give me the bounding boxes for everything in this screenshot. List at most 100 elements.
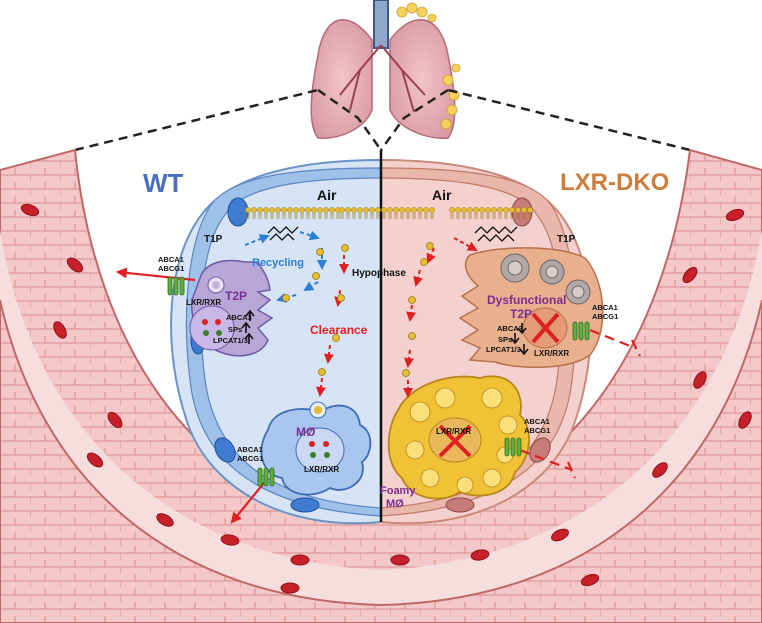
lipid-head [491, 207, 497, 213]
lipid-tail [462, 213, 466, 219]
lamellar-bodies [500, 253, 591, 305]
lipid-tail [324, 213, 328, 219]
lipid-head [473, 207, 479, 213]
lipid-tail [430, 213, 434, 219]
lungs-illustration [74, 0, 691, 152]
label-lxr-rxr-t2p: LXR/RXR [186, 298, 221, 307]
label-t2p-ko: T2P [510, 307, 532, 321]
collapsed-surfactant [267, 226, 518, 242]
label-foamy-mo: MØ [386, 498, 404, 510]
label-dysfunctional: Dysfunctional [487, 293, 566, 307]
lipid-tail [382, 213, 386, 219]
lipid-tail [300, 213, 304, 219]
lipid-tail [388, 213, 392, 219]
label-abcg1-3: ABCG1 [592, 312, 618, 321]
lipid-deposits [396, 2, 461, 130]
blocked-efflux [519, 328, 641, 479]
lipid-head [281, 207, 287, 213]
clearance-arrows [315, 237, 478, 398]
lipid-tail [258, 213, 262, 219]
lipid-tail [498, 213, 502, 219]
label-lxr-rxr-ko-t2p: LXR/RXR [534, 349, 569, 358]
label-lpcat-down: LPCAT1/3 [486, 345, 521, 354]
lipid-head [479, 207, 485, 213]
label-clearance: Clearance [310, 323, 368, 337]
label-lxr-rxr-mo: LXR/RXR [304, 465, 339, 474]
label-abca1-1: ABCA1 [158, 255, 184, 264]
lipid-tail [270, 213, 274, 219]
label-t1p-left: T1P [204, 234, 223, 245]
lipid-tail [522, 213, 526, 219]
lipid-tail [246, 213, 250, 219]
alveolus-wt [170, 158, 382, 525]
lipid-tail [252, 213, 256, 219]
lipid-head [461, 207, 467, 213]
lipid-tail [474, 213, 478, 219]
left-lung [310, 19, 373, 139]
lipid-head [329, 207, 335, 213]
lipid-tail [376, 213, 380, 219]
x-mark-mo [438, 424, 472, 458]
lipid-tail [504, 213, 508, 219]
lipid-tail [318, 213, 322, 219]
trachea [373, 0, 389, 49]
label-abca3-up: ABCA3 [226, 313, 252, 322]
label-abca3-down: ABCA3 [497, 324, 523, 333]
lipid-head [399, 207, 405, 213]
lipid-head [449, 207, 455, 213]
lipid-tail [276, 213, 280, 219]
lipid-tail [330, 213, 334, 219]
lipid-head [497, 207, 503, 213]
lipid-head [275, 207, 281, 213]
lipid-tail [370, 213, 374, 219]
vessel-lumen [0, 230, 762, 623]
lipid-head [387, 207, 393, 213]
transporters [167, 276, 590, 487]
lipid-head [363, 207, 369, 213]
lipid-head [521, 207, 527, 213]
t2p-cell-ko [458, 247, 604, 369]
label-lxr-rxr-ko-mo: LXR/RXR [436, 427, 471, 436]
lipid-head [305, 207, 311, 213]
lipid-head [429, 207, 435, 213]
lipid-head [515, 207, 521, 213]
label-hypophase: Hypophase [352, 268, 406, 279]
lipid-tail [288, 213, 292, 219]
lipid-tail [424, 213, 428, 219]
lipid-head [339, 207, 345, 213]
lipid-tail [358, 213, 362, 219]
label-lpcat-up: LPCAT1/3 [213, 336, 248, 345]
lipid-head [251, 207, 257, 213]
red-blood-cells [20, 203, 752, 594]
lipid-head [245, 207, 251, 213]
lipid-tail [364, 213, 368, 219]
lipid-head [357, 207, 363, 213]
label-t1p-right: T1P [557, 234, 576, 245]
lipid-tail [456, 213, 460, 219]
lipid-head [393, 207, 399, 213]
lipid-tail [306, 213, 310, 219]
x-mark-t2p [531, 312, 560, 344]
lipid-head [299, 207, 305, 213]
lipid-tail [346, 213, 350, 219]
right-lung [389, 19, 456, 139]
label-abcg1-1: ABCG1 [158, 264, 184, 273]
lipid-tail [294, 213, 298, 219]
lipid-head [485, 207, 491, 213]
lipid-head [405, 207, 411, 213]
lipid-head [423, 207, 429, 213]
label-air-left: Air [317, 187, 337, 203]
lipid-tail [480, 213, 484, 219]
lipid-tail [468, 213, 472, 219]
lipid-tail [510, 213, 514, 219]
lipid-head [369, 207, 375, 213]
label-air-right: Air [432, 187, 452, 203]
lipid-head [509, 207, 515, 213]
label-sps-up: SPs [228, 325, 242, 334]
lipid-head [411, 207, 417, 213]
surfactant-vesicles [282, 242, 434, 377]
label-sps-down: SPs [498, 335, 512, 344]
lipid-head [323, 207, 329, 213]
lipid-tail [450, 213, 454, 219]
lipid-head [317, 207, 323, 213]
